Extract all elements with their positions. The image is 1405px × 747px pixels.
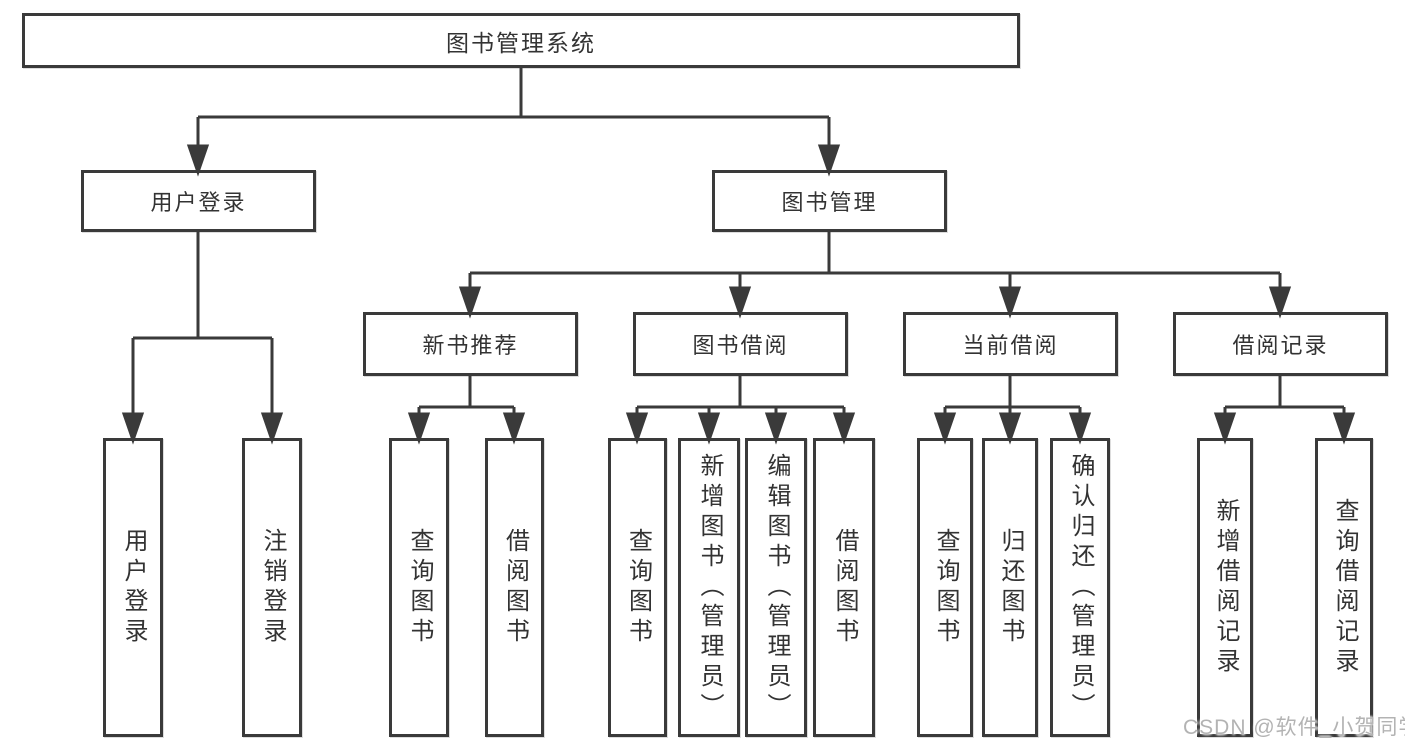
leaf-user-login-label: 用户登录 [120,527,147,648]
node-current-borrowing: 当前借阅 [903,312,1118,376]
connector-user-login-to-leaves [121,232,284,445]
leaf-logout-label: 注销登录 [259,527,286,648]
connector-book-management-to-sections [458,232,1292,319]
leaf-confirm-return-admin: 确认归还（管理员） [1050,438,1110,737]
node-borrowing-records-label: 借阅记录 [1232,333,1329,358]
node-book-management: 图书管理 [712,170,947,232]
leaf-query-borrow-record: 查询借阅记录 [1315,438,1373,737]
leaf-user-login: 用户登录 [103,438,163,737]
leaf-query-books-borrowing: 查询图书 [608,438,667,737]
leaf-add-borrow-record-label: 新增借阅记录 [1212,497,1239,678]
node-book-borrowing: 图书借阅 [633,312,848,376]
leaf-confirm-return-admin-label: 确认归还（管理员） [1067,452,1094,723]
leaf-query-books-borrowing-label: 查询图书 [624,527,652,648]
node-new-book-recommend: 新书推荐 [363,312,578,376]
leaf-query-books-current-label: 查询图书 [932,527,959,648]
leaf-edit-books-admin-label: 编辑图书（管理员） [763,452,790,723]
leaf-return-books: 归还图书 [982,438,1038,737]
leaf-edit-books-admin: 编辑图书（管理员） [745,438,807,737]
node-current-borrowing-label: 当前借阅 [962,333,1059,358]
connector-root-to-level1 [186,68,841,177]
node-user-login: 用户登录 [81,170,316,232]
node-book-management-label: 图书管理 [781,190,878,215]
leaf-add-borrow-record: 新增借阅记录 [1197,438,1253,737]
leaf-query-books-recommend-label: 查询图书 [406,527,433,648]
leaf-query-books-current: 查询图书 [917,438,973,737]
leaf-query-books-recommend: 查询图书 [389,438,449,737]
node-library-system: 图书管理系统 [22,13,1020,68]
connector-current-borrowing-to-leaves [933,376,1092,445]
leaf-borrow-books-label: 借阅图书 [831,527,858,648]
node-book-borrowing-label: 图书借阅 [692,333,789,358]
connector-borrowing-records-to-leaves [1213,376,1356,445]
leaf-query-borrow-record-label: 查询借阅记录 [1331,497,1358,678]
connector-book-borrowing-to-leaves [625,376,856,445]
node-new-book-recommend-label: 新书推荐 [422,333,519,358]
leaf-borrow-books-recommend-label: 借阅图书 [501,527,529,648]
node-borrowing-records: 借阅记录 [1173,312,1388,376]
node-library-system-label: 图书管理系统 [446,29,596,56]
leaf-add-books-admin: 新增图书（管理员） [678,438,740,737]
node-user-login-label: 用户登录 [150,190,247,215]
leaf-borrow-books: 借阅图书 [813,438,875,737]
leaf-add-books-admin-label: 新增图书（管理员） [696,452,723,723]
connector-new-book-to-leaves [407,376,526,445]
leaf-borrow-books-recommend: 借阅图书 [485,438,544,737]
leaf-logout: 注销登录 [242,438,302,737]
csdn-watermark: CSDN @软件_小贺同学 [1183,716,1405,739]
leaf-return-books-label: 归还图书 [997,527,1024,648]
